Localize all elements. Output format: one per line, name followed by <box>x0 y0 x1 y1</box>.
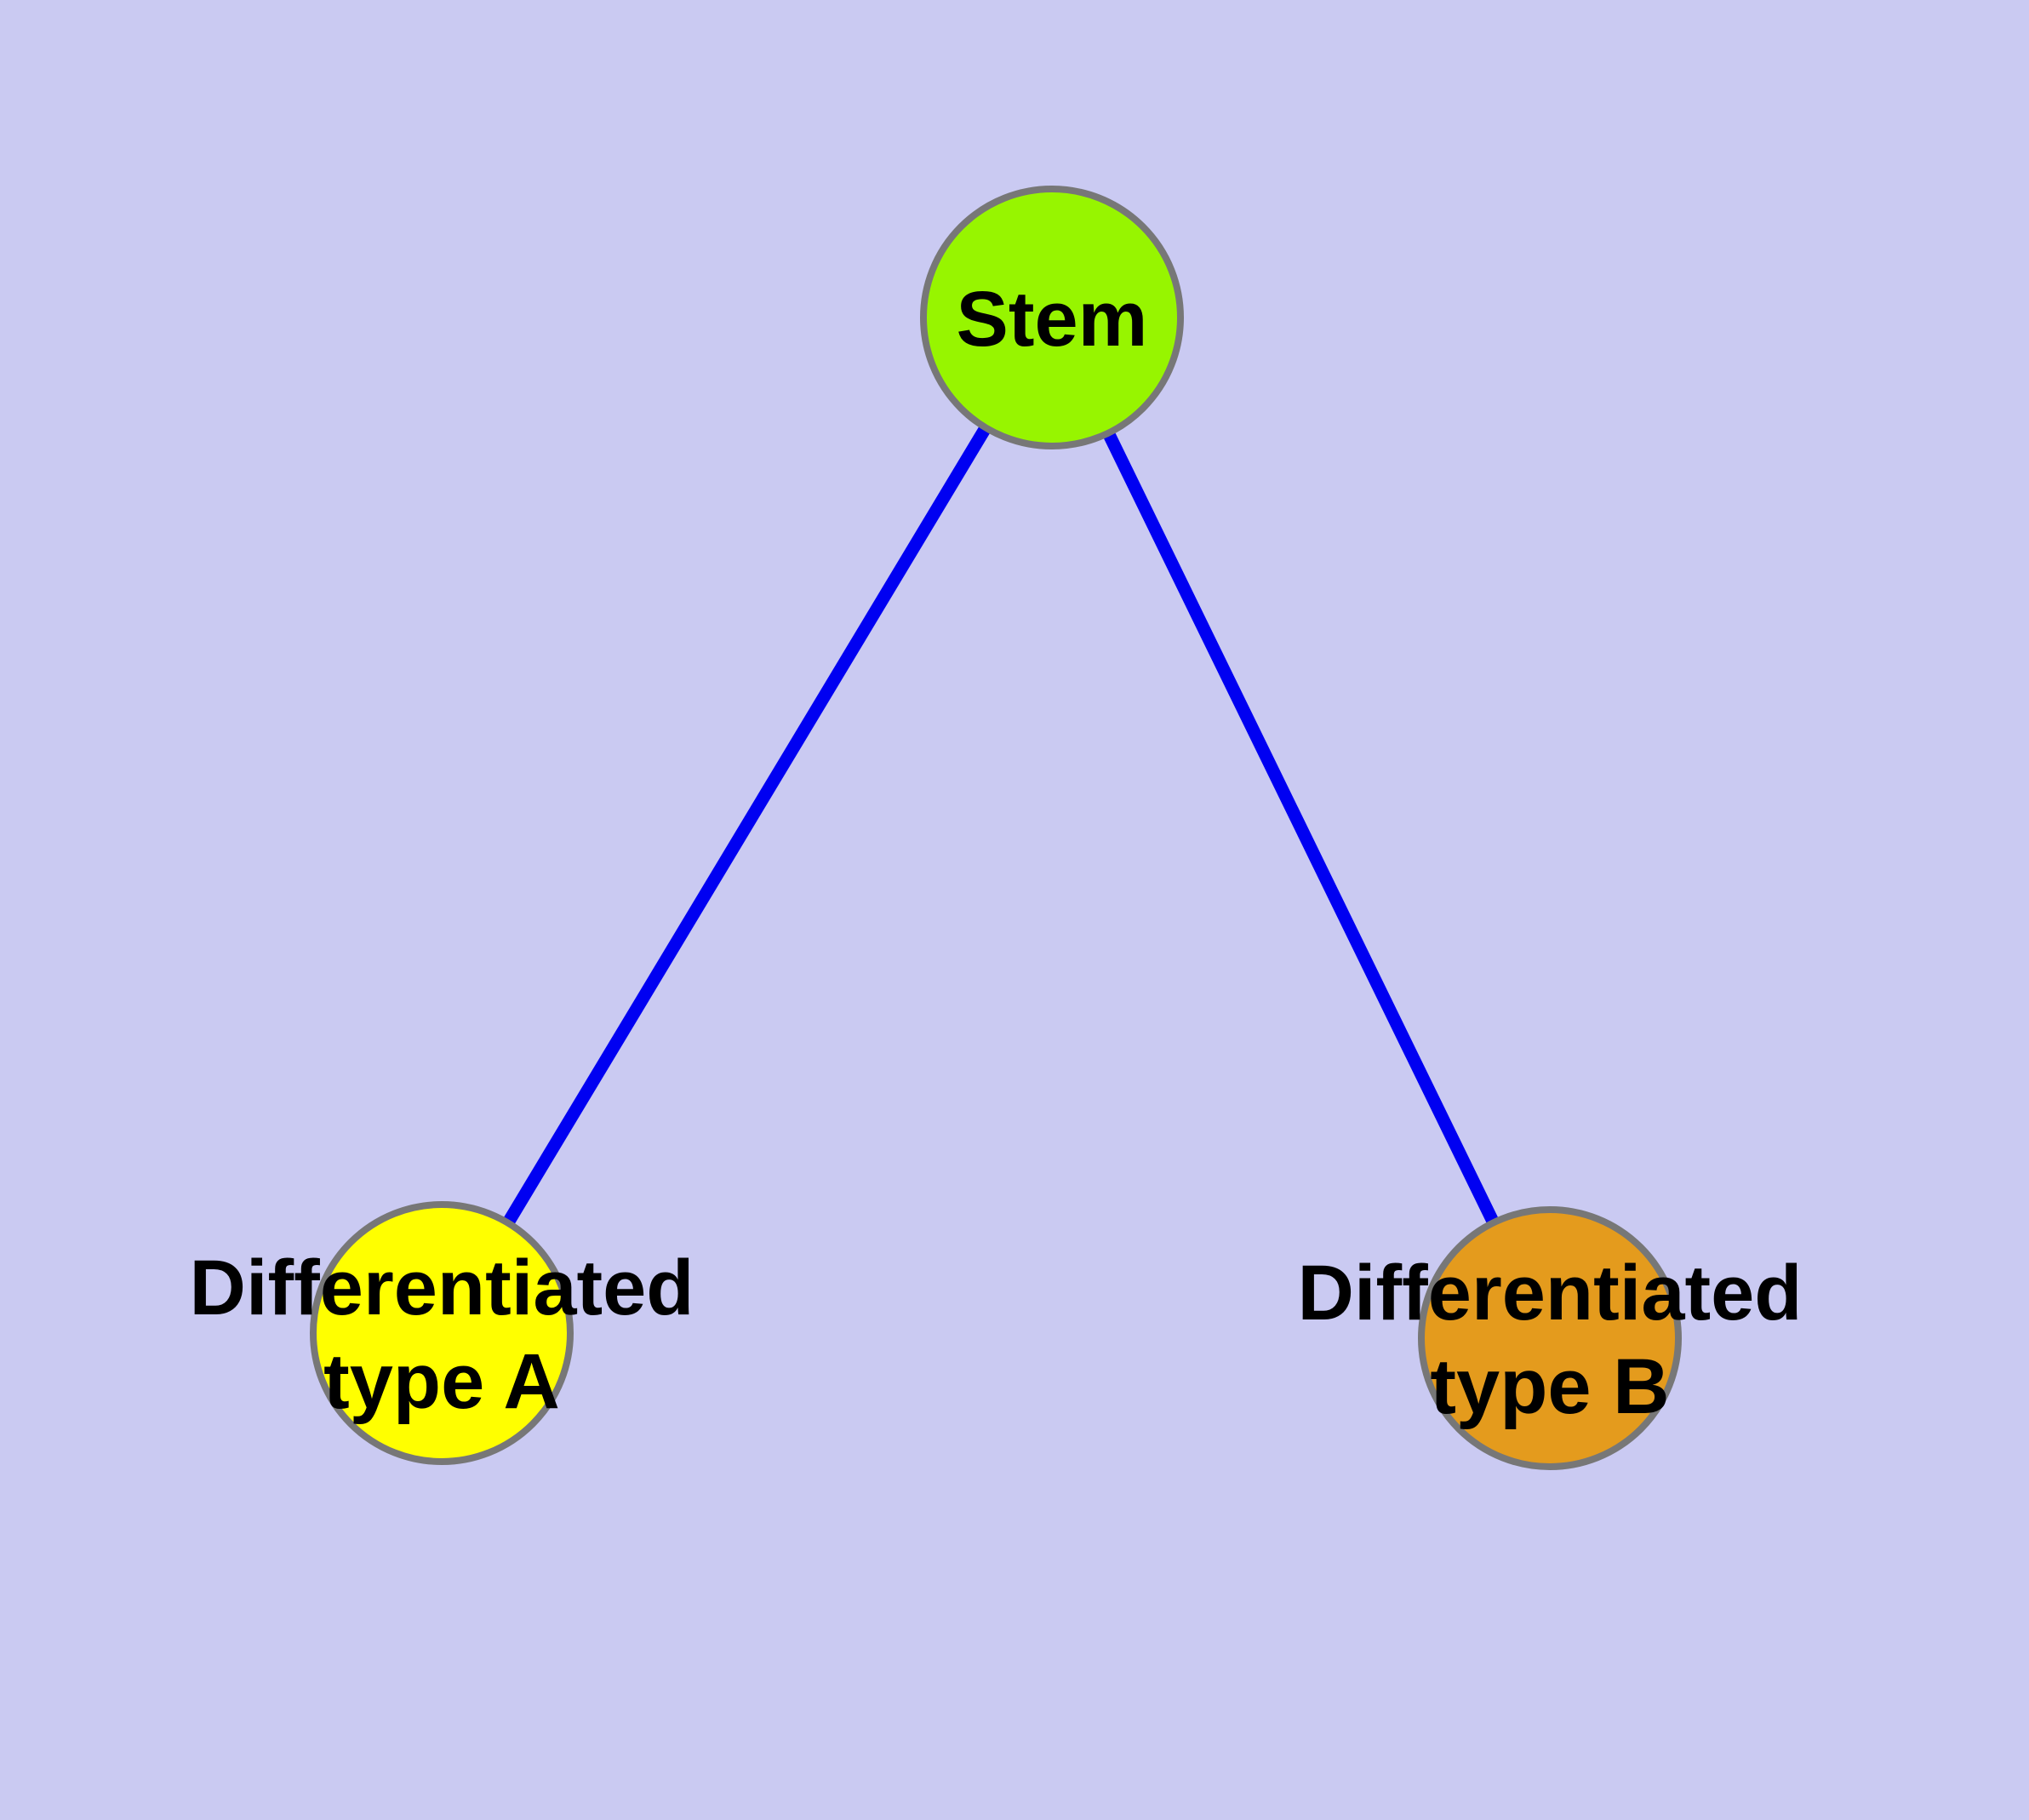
node-label-stem: Stem <box>957 276 1148 363</box>
node-circle-differentiated-type-a <box>310 1201 574 1465</box>
node-circle-stem <box>920 186 1184 449</box>
node-stem: Stem <box>920 186 1184 449</box>
node-label-line: Differentiated <box>1298 1250 1803 1336</box>
node-label-line: Differentiated <box>190 1245 694 1331</box>
node-circle-differentiated-type-b <box>1418 1206 1682 1470</box>
edge-stem-to-differentiated-type-b <box>1046 314 1556 1342</box>
node-label-line: type A <box>323 1338 560 1425</box>
node-label-line: Stem <box>957 276 1148 363</box>
node-label-line: type B <box>1430 1343 1669 1430</box>
edge-stem-to-differentiated-type-a <box>436 314 1058 1336</box>
edges-layer <box>436 314 1556 1342</box>
